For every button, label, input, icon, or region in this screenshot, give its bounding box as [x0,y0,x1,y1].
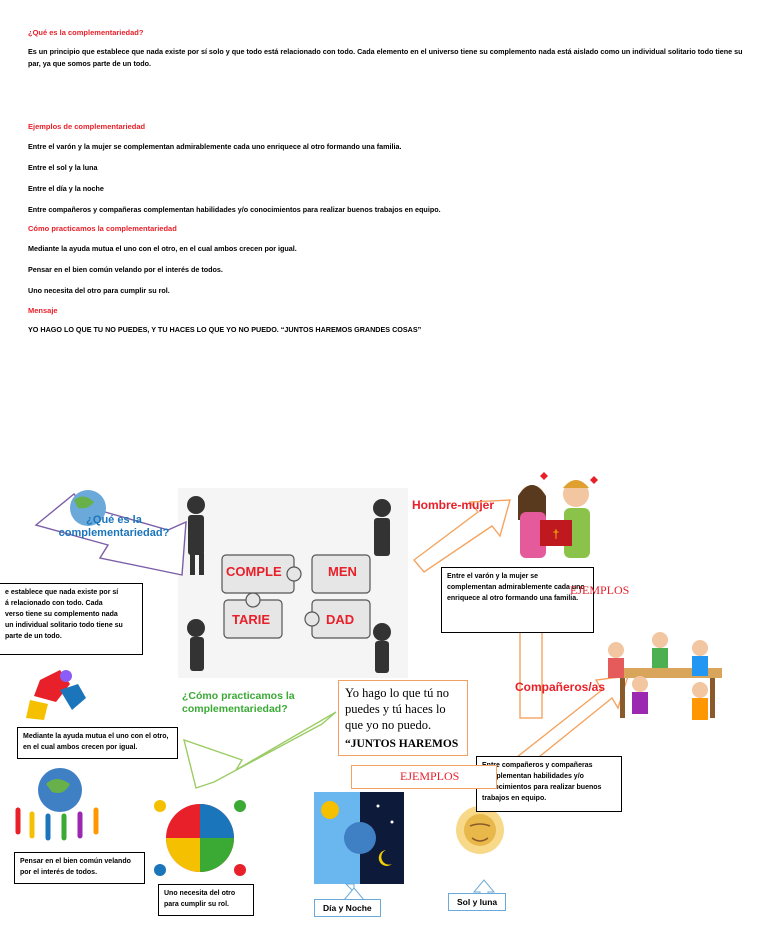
message-text: YO HAGO LO QUE TU NO PUEDES, Y TU HACES … [28,325,422,334]
ejemplos-center-label: EJEMPLOS [400,769,460,783]
people-globe-icon [15,768,99,841]
orange-arrow-shape [412,499,511,573]
puzzle-icon [221,554,371,639]
what-is-label: ¿Qué es la complementariedad? [58,514,170,539]
sol-luna-label: Sol y luna [448,893,507,911]
role-box: Uno necesita del otro para cumplir su ro… [158,884,254,916]
hombre-mujer-box: Entre el varón y la mujer se complementa… [441,567,594,633]
quote-box: Yo hago lo que tú no puedes y tú haces l… [338,680,468,756]
companeros-box: Entre compañeros y compañeras complement… [476,756,622,812]
ejemplos-banner [351,765,497,789]
practice-item: Pensar en el bien común velando por el i… [28,265,223,274]
ejemplos-label: EJEMPLOS [570,583,630,597]
definition-box: e establece que nada existe por sí á rel… [0,583,143,655]
example-item: Entre el varón y la mujer se complementa… [28,142,402,151]
practice-label: ¿Cómo practicamos la complementariedad? [182,690,295,715]
green-arrow-shape [183,711,337,789]
common-good-box: Pensar en el bien común velando por el i… [14,852,145,884]
day-night-icon [314,792,404,884]
heading-message: Mensaje [28,306,58,315]
puzzle-circle-icon [154,800,246,876]
example-item: Entre compañeros y compañeras complement… [28,205,441,214]
example-item: Entre el sol y la luna [28,163,98,172]
couple-icon: † [518,472,598,558]
puzzle-word: COMPLE [226,564,282,579]
sun-moon-icon [456,806,504,854]
heading-examples: Ejemplos de complementariedad [28,122,146,131]
quote-line: que yo no puedo. [345,718,432,732]
hands-puzzle-icon [26,670,86,720]
people-figures-icon [187,496,391,673]
puzzle-word: MEN [328,564,357,579]
paragraph-definition: Es un principio que establece que nada e… [28,47,743,68]
quote-line: “JUNTOS HAREMOS [345,738,459,750]
puzzle-word: DAD [326,612,355,627]
example-item: Entre el día y la noche [28,184,104,193]
dia-noche-label: Día y Noche [314,899,381,917]
svg-text:†: † [553,527,560,541]
quote-line: Yo hago lo que tú no [345,686,449,700]
heading-practice: Cómo practicamos la complementariedad [28,224,177,233]
heading-what-is: ¿Qué es la complementariedad? [28,28,144,37]
practice-item: Mediante la ayuda mutua el uno con el ot… [28,244,297,253]
practice-item: Uno necesita del otro para cumplir su ro… [28,286,170,295]
puzzle-word: TARIE [232,612,271,627]
classroom-kids-icon [608,632,722,720]
globe-icon [70,490,106,526]
quote-line: puedes y tú haces lo [345,702,446,716]
companeros-label: Compañeros/as [515,680,606,694]
hombre-mujer-label: Hombre-mujer [412,498,495,512]
mutual-help-box: Mediante la ayuda mutua el uno con el ot… [17,727,178,759]
